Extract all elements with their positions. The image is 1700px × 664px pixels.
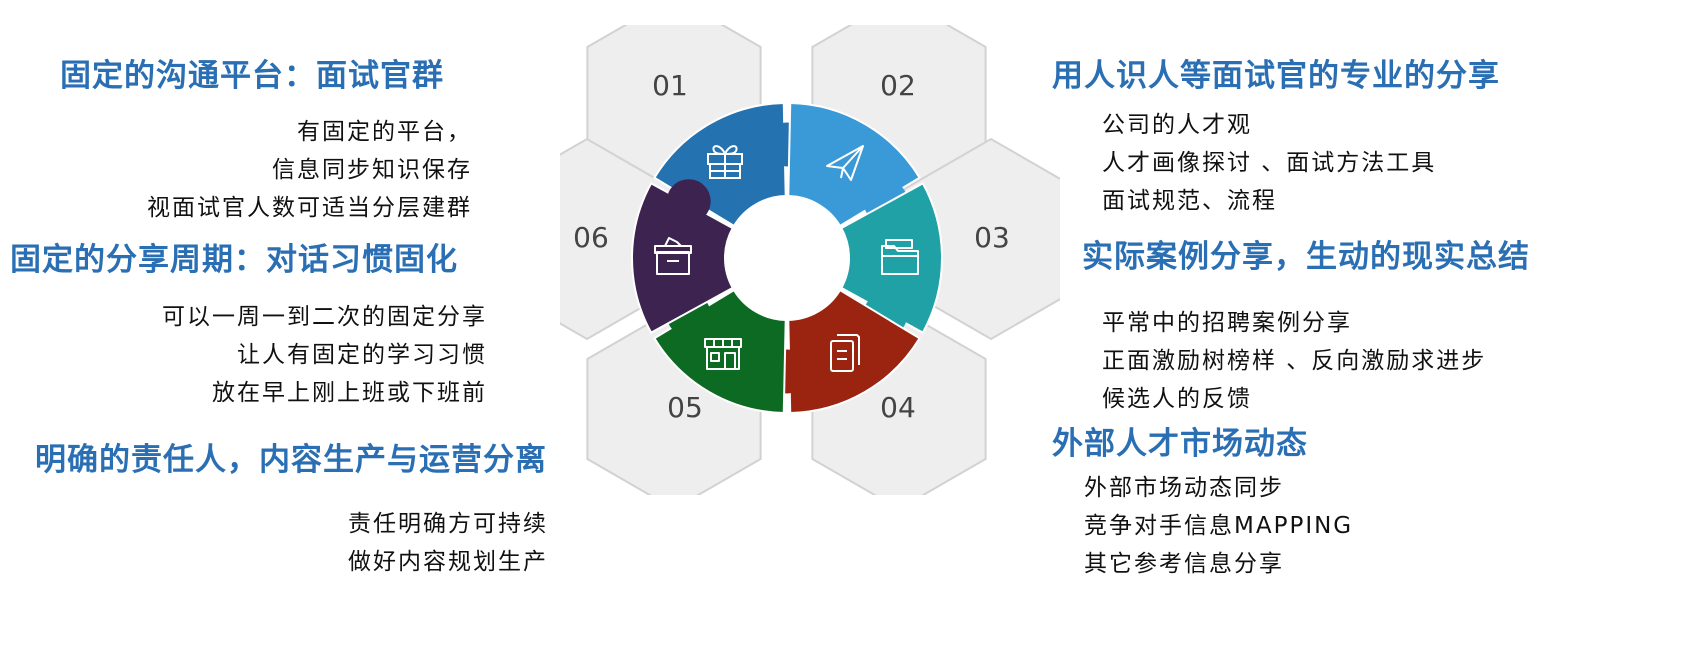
list-item: 面试规范、流程 [1102,188,1277,214]
list-item: 正面激励树榜样 、反向激励求进步 [1102,348,1487,374]
center-hole [727,198,847,318]
documents-icon [830,334,860,372]
box-icon [654,237,692,275]
hexagon-03 [903,137,1060,341]
left-list-1: 有固定的平台， 信息同步知识保存 视面试官人数可适当分层建群 [147,113,472,227]
left-heading-1: 固定的沟通平台：面试官群 [60,58,444,94]
list-item: 让人有固定的学习习惯 [237,342,487,368]
list-item: 责任明确方可持续 [348,511,548,537]
list-item: 其它参考信息分享 [1084,551,1284,577]
ring-segment-group [631,102,944,414]
ring-segment-06 [631,181,735,335]
list-item: 放在早上刚上班或下班前 [212,380,487,406]
list-item: 候选人的反馈 [1102,386,1252,412]
right-list-3: 外部市场动态同步 竞争对手信息MAPPING 其它参考信息分享 [1084,469,1353,583]
number-group: 01 02 03 04 05 06 [573,69,1010,424]
right-list-1: 公司的人才观 人才画像探讨 、面试方法工具 面试规范、流程 [1102,106,1436,220]
storefront-icon [704,338,742,370]
hex-number-05: 05 [667,391,703,424]
left-list-3: 责任明确方可持续 做好内容规划生产 [348,505,548,581]
right-list-2: 平常中的招聘案例分享 正面激励树榜样 、反向激励求进步 候选人的反馈 [1102,304,1486,418]
right-heading-1: 用人识人等面试官的专业的分享 [1052,58,1500,94]
puzzle-knob-06 [666,179,711,224]
list-item: 信息同步知识保存 [272,157,472,183]
list-item: 竞争对手信息MAPPING [1084,513,1354,539]
list-item: 公司的人才观 [1102,112,1252,138]
list-item: 有固定的平台， [297,119,472,145]
list-item: 视面试官人数可适当分层建群 [147,195,472,221]
list-item: 做好内容规划生产 [348,549,548,575]
hex-number-03: 03 [974,221,1010,254]
gift-icon [707,145,743,179]
hex-number-01: 01 [652,69,688,102]
list-item: 人才画像探讨 、面试方法工具 [1102,150,1437,176]
paper-plane-icon [826,145,864,181]
left-list-2: 可以一周一到二次的固定分享 让人有固定的学习习惯 放在早上刚上班或下班前 [162,298,487,412]
list-item: 平常中的招聘案例分享 [1102,310,1352,336]
hexagon-ring-diagram: 01 02 03 04 05 06 [560,25,1060,495]
right-heading-2: 实际案例分享，生动的现实总结 [1082,239,1530,275]
icon-group [654,145,919,372]
list-item: 可以一周一到二次的固定分享 [162,304,487,330]
list-item: 外部市场动态同步 [1084,475,1284,501]
folder-icon [881,239,919,275]
left-heading-2: 固定的分享周期：对话习惯固化 [10,242,458,278]
right-heading-3: 外部人才市场动态 [1052,426,1308,462]
hex-number-06: 06 [573,221,609,254]
hex-number-04: 04 [880,391,916,424]
ring-segment-03 [839,181,944,335]
hex-number-02: 02 [880,69,916,102]
left-heading-3: 明确的责任人，内容生产与运营分离 [35,442,547,478]
